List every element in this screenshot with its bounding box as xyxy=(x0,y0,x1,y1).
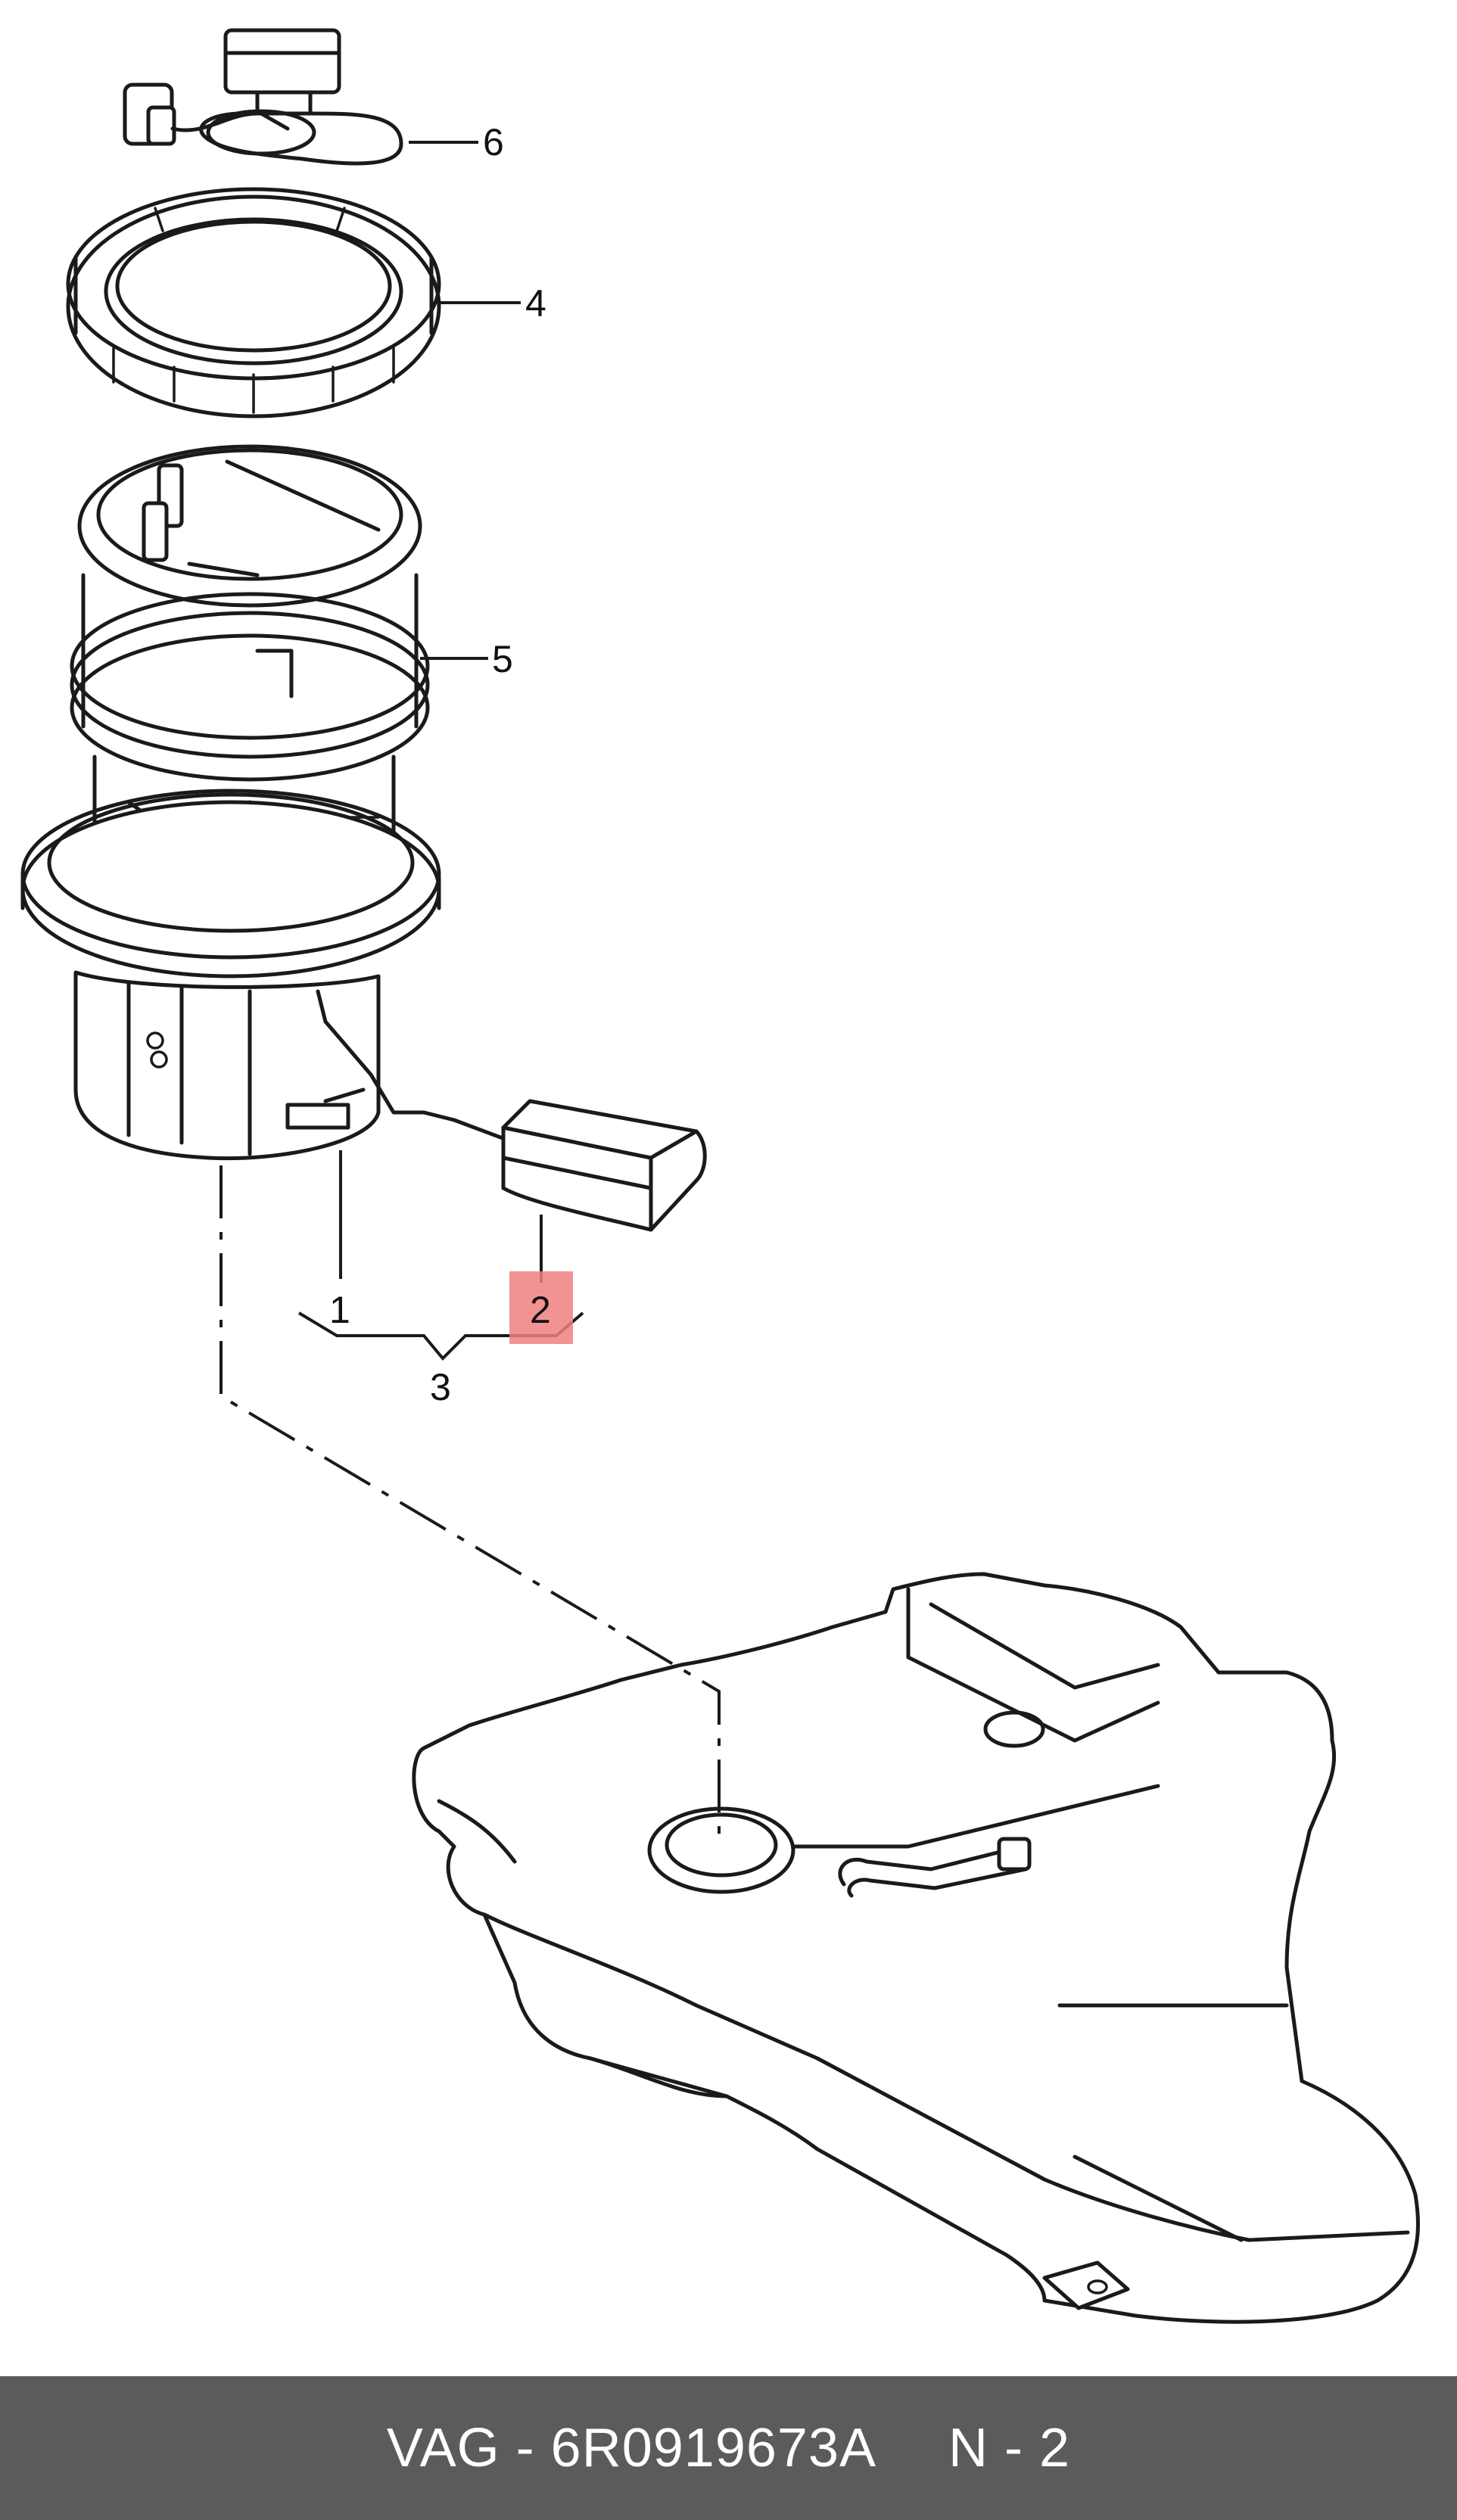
callout-3: 3 xyxy=(430,1366,451,1408)
assembly-axis-line xyxy=(219,1165,721,1846)
fuel-pump-module-part xyxy=(20,444,517,1161)
callout-2: 2 xyxy=(530,1289,551,1331)
exploded-view-drawing: 6 4 5 1 2 3 xyxy=(20,28,1420,2324)
fuel-level-sensor-part xyxy=(501,1099,707,1232)
highlight-marker xyxy=(509,1271,573,1344)
separator: - xyxy=(515,2418,535,2478)
locking-ring-part xyxy=(66,187,441,418)
brand-label: VAG xyxy=(386,2418,500,2478)
wiring-harness-part xyxy=(123,28,403,166)
parts-diagram: 6 4 5 1 2 3 xyxy=(20,28,1420,2324)
callout-6: 6 xyxy=(483,121,504,163)
callout-1: 1 xyxy=(329,1289,350,1331)
part-number: 6R0919673A xyxy=(550,2418,877,2478)
callout-5: 5 xyxy=(492,638,513,680)
part-info-footer: VAG - 6R0919673A N - 2 xyxy=(0,2376,1457,2520)
fuel-tank xyxy=(412,1572,1420,2324)
position-label: N - 2 xyxy=(948,2418,1071,2478)
callout-4: 4 xyxy=(525,282,546,325)
part-info-text: VAG - 6R0919673A N - 2 xyxy=(387,2417,1070,2479)
